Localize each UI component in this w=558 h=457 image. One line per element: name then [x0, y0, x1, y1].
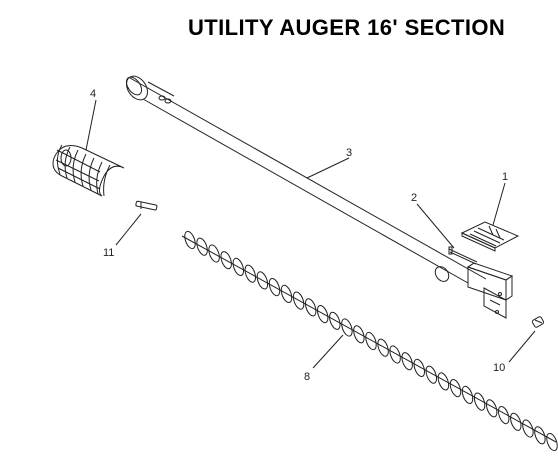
flight-loop — [425, 365, 438, 384]
rod-pin — [448, 246, 478, 265]
flight-loop — [208, 244, 220, 263]
flight-loop — [232, 257, 245, 276]
callout-2: 2 — [411, 192, 417, 204]
leader-8 — [312, 334, 344, 369]
flight-loop — [401, 352, 413, 371]
callout-8: 8 — [304, 371, 310, 383]
callout-10: 10 — [493, 362, 505, 374]
bushing — [531, 316, 545, 328]
flight-loop — [449, 379, 462, 398]
flight-loop — [280, 284, 293, 303]
flight-loop — [256, 271, 269, 290]
flight-loop — [510, 412, 522, 431]
flight-loop — [220, 251, 232, 270]
leader-4 — [85, 99, 97, 151]
leader-1 — [492, 182, 506, 226]
flight-loop — [534, 426, 546, 445]
leader-lines — [85, 99, 536, 369]
flight-loop — [196, 237, 208, 256]
end-plate — [460, 221, 520, 252]
flight-loop — [316, 305, 329, 324]
diagram-title: UTILITY AUGER 16' SECTION — [188, 15, 506, 40]
flight-loop — [244, 264, 257, 283]
flight-loop — [329, 311, 341, 330]
discharge-housing — [466, 262, 514, 319]
flight-loop — [485, 399, 498, 418]
leader-3 — [306, 157, 350, 179]
leader-2 — [416, 203, 455, 249]
flight-loop — [365, 331, 377, 351]
flight-loop — [546, 432, 558, 452]
flight-loop — [389, 345, 401, 364]
flight-loop — [184, 230, 196, 250]
guard-cage — [52, 144, 125, 197]
flight-loop — [341, 318, 353, 337]
flight-loop — [377, 338, 389, 357]
flight-loop — [522, 419, 534, 438]
leader-11 — [115, 213, 142, 246]
flight-loop — [292, 291, 305, 310]
flighting — [181, 230, 558, 452]
leader-10 — [508, 330, 536, 363]
flight-loop — [353, 325, 365, 344]
flight-loop — [413, 358, 426, 377]
callout-4: 4 — [90, 88, 96, 100]
flight-loop — [473, 392, 486, 411]
callout-1: 1 — [502, 171, 508, 183]
callout-3: 3 — [346, 147, 352, 159]
small-pin — [135, 200, 158, 211]
auger-tube — [125, 75, 487, 284]
flight-loop — [268, 278, 281, 297]
flight-loop — [437, 372, 450, 391]
flight-loop — [304, 298, 317, 317]
flight-loop — [461, 385, 474, 404]
flight-loop — [497, 406, 510, 425]
callout-11: 11 — [103, 247, 114, 259]
